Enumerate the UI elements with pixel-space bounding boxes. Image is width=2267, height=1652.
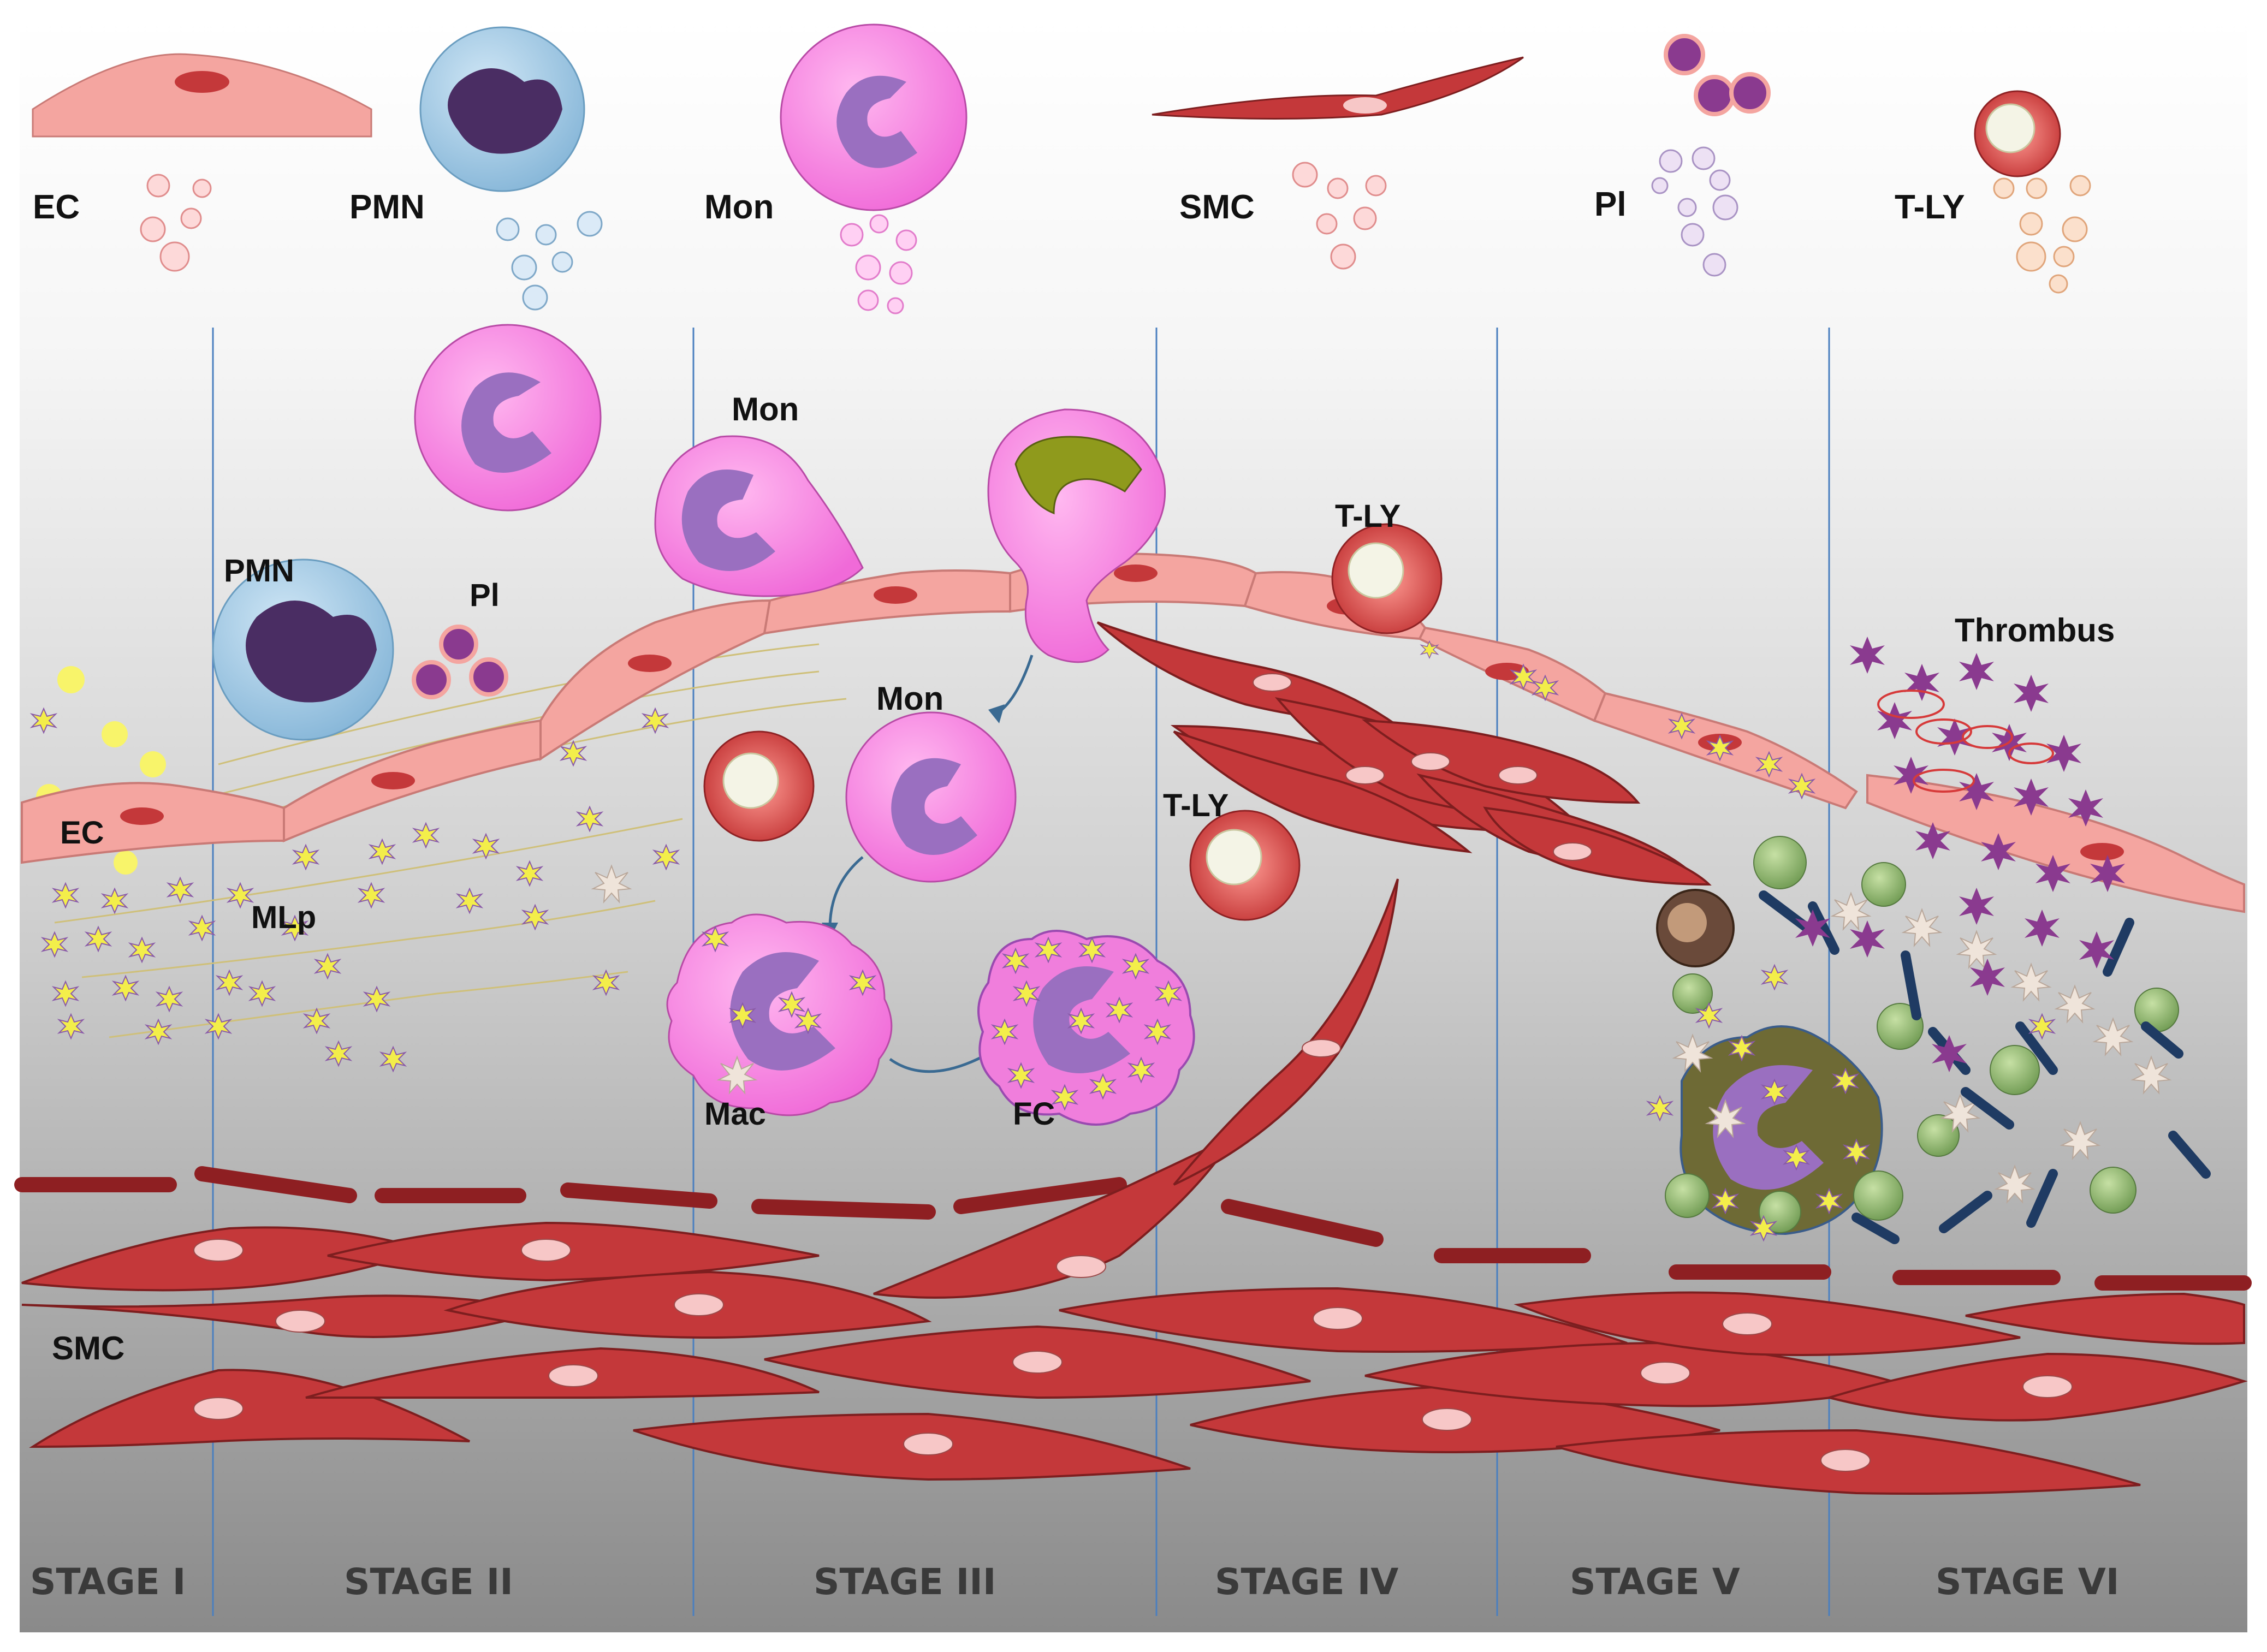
lymphocyte-near-mon (703, 730, 815, 842)
top-row-pmn: PMN (349, 26, 603, 311)
kidney-nucleus-icon (461, 372, 551, 473)
label-pl-top: Pl (1594, 186, 1627, 223)
tly-in-intima (1189, 810, 1301, 921)
nucleus-icon (175, 71, 229, 93)
stage-label-5: STAGE V (1570, 1561, 1740, 1603)
kidney-nucleus-icon (1014, 436, 1142, 515)
label-thrombus: Thrombus (1955, 612, 2115, 649)
arrow-mac-to-fc (889, 1052, 989, 1073)
monocyte-adhering (654, 435, 864, 597)
top-row-ec: EC (32, 53, 372, 272)
kidney-nucleus-icon (1033, 966, 1130, 1073)
stage-label-1: STAGE I (30, 1561, 186, 1603)
smooth-muscle-nuclei (193, 1239, 2073, 1472)
top-row-smc: SMC (1152, 56, 1524, 270)
secreted-factors-icon (1993, 175, 2091, 294)
secreted-factors-icon (496, 211, 603, 311)
intimal-monocyte (845, 711, 1017, 883)
top-row-tly: T-LY (1895, 90, 2091, 294)
platelets-adhering (412, 625, 508, 699)
kidney-nucleus-icon (730, 952, 835, 1071)
label-ec-scene: EC (60, 815, 104, 851)
circulating-monocyte (414, 324, 602, 512)
platelet-icon (1664, 34, 1771, 116)
label-tly-top: T-LY (1895, 188, 1965, 226)
label-tly-intima: T-LY (1163, 788, 1229, 823)
kidney-nucleus-icon (891, 758, 977, 855)
label-pmn-top: PMN (349, 188, 425, 226)
secreted-factors-icon (840, 214, 917, 314)
tly-on-endothelium (1331, 523, 1443, 634)
secreted-factors-icon (1651, 146, 1738, 277)
monocyte-icon (780, 23, 968, 211)
label-mac: Mac (704, 1096, 766, 1132)
monocyte-transmigrating (987, 408, 1166, 663)
top-row-mon: Mon (704, 23, 968, 314)
fibrin-strands (1759, 890, 2211, 1244)
smooth-muscle-cell-icon (1152, 56, 1524, 120)
stage-label-4: STAGE IV (1215, 1561, 1398, 1603)
fibrin-red-loops (1877, 690, 2054, 793)
label-mon-top: Mon (704, 188, 774, 226)
necrotic-core (1680, 1025, 1883, 1235)
label-pmn-scene: PMN (224, 553, 294, 589)
label-tly-endothelium: T-LY (1335, 498, 1400, 534)
endothelial-cell-icon (32, 53, 372, 138)
label-mon-intima: Mon (876, 680, 943, 717)
endothelial-nuclei (120, 564, 2124, 860)
kidney-nucleus-icon (681, 470, 775, 571)
intimal-smc-nuclei (1253, 673, 1592, 1057)
foam-cell (977, 930, 1195, 1126)
stage-label-3: STAGE III (814, 1561, 996, 1603)
macrophage (666, 913, 893, 1116)
label-pl-scene: Pl (470, 578, 500, 613)
secreted-factors-icon (1292, 162, 1387, 270)
label-smc-media: SMC (52, 1330, 124, 1366)
red-blood-cell (1656, 889, 1735, 967)
monocyte-icon (845, 711, 1017, 883)
stage-label-6: STAGE VI (1936, 1561, 2119, 1603)
secreted-factors-icon (140, 174, 212, 272)
stage-labels: STAGE I STAGE II STAGE III STAGE IV STAG… (30, 1561, 2119, 1603)
label-ec-top: EC (33, 188, 80, 226)
green-cells (1665, 836, 2179, 1233)
label-mlp: MLp (251, 900, 316, 935)
lobed-nucleus-icon (246, 601, 377, 703)
label-smc-top: SMC (1179, 188, 1255, 226)
label-fc: FC (1013, 1096, 1055, 1132)
lobed-nucleus-icon (448, 68, 562, 154)
stage-label-2: STAGE II (344, 1561, 513, 1603)
nucleus-icon (1343, 97, 1387, 114)
arrow-mon-to-mac (828, 856, 864, 929)
top-row-pl: Pl (1594, 34, 1771, 277)
monocyte-icon (414, 324, 602, 512)
internal-elastic-lamina (14, 1166, 2252, 1291)
label-mon-adhering: Mon (732, 391, 799, 427)
pmn-adhering (212, 558, 394, 741)
endothelial-layer (21, 552, 2245, 913)
kidney-nucleus-icon (836, 75, 917, 168)
